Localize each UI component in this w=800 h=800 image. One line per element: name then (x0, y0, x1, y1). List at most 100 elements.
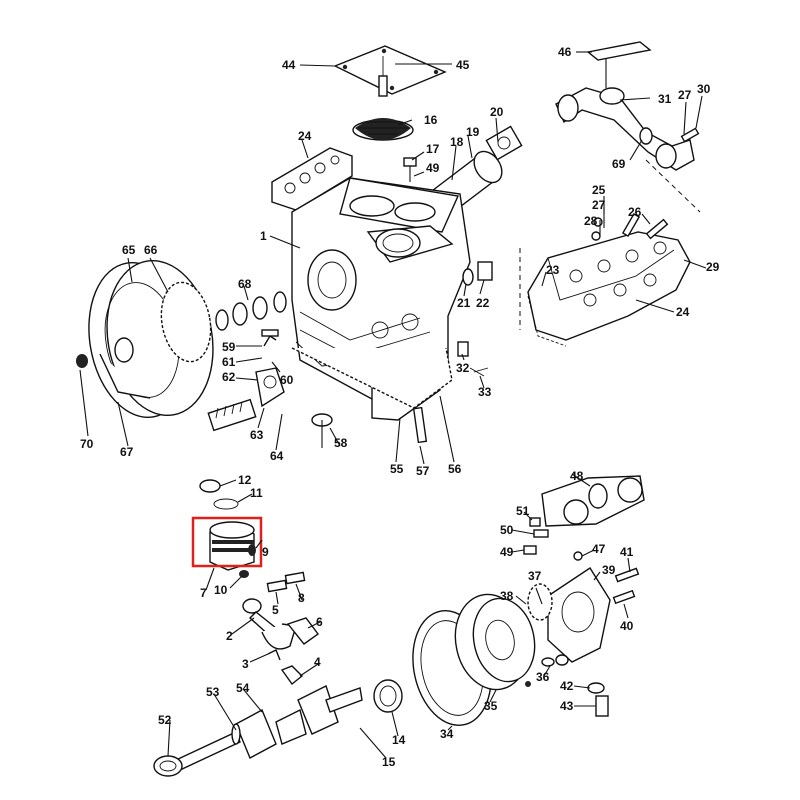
callout-43: 43 (560, 699, 574, 713)
callout-10: 10 (214, 583, 228, 597)
callout-63: 63 (250, 428, 264, 442)
callout-47: 47 (592, 542, 606, 556)
callout-40: 40 (620, 619, 634, 633)
gear-cover (541, 475, 645, 527)
breather-plug (403, 157, 417, 182)
connecting-rod (242, 598, 319, 686)
wrist-pins (266, 571, 306, 593)
flywheel-gasket (160, 281, 212, 363)
callout-2: 2 (226, 629, 233, 643)
callout-48: 48 (570, 469, 584, 483)
callout-25: 25 (592, 183, 606, 197)
callout-11: 11 (250, 486, 263, 500)
callout-39: 39 (602, 563, 616, 577)
callout-9: 9 (262, 545, 269, 559)
callout-18: 18 (450, 135, 464, 149)
callout-49b: 49 (500, 545, 514, 559)
callout-3: 3 (242, 657, 249, 671)
callout-37: 37 (528, 569, 542, 583)
callout-19: 19 (466, 125, 480, 139)
callout-4: 4 (314, 655, 321, 669)
fittings-49-51 (523, 517, 549, 555)
bolt-59 (261, 329, 279, 337)
callout-38: 38 (500, 589, 514, 603)
callout-28: 28 (584, 214, 598, 228)
fitting-21-22 (462, 261, 493, 286)
callout-8: 8 (298, 591, 305, 605)
oil-pump-cover (527, 551, 640, 666)
callout-labels: 44 45 16 24 17 49 18 19 20 46 31 27 30 6… (80, 45, 720, 769)
callout-51: 51 (516, 504, 530, 518)
bearing-housing (454, 593, 536, 691)
callout-6: 6 (316, 615, 323, 629)
piston (209, 521, 256, 578)
head-cover-left (271, 147, 353, 211)
callout-12: 12 (238, 473, 252, 487)
callout-27: 27 (678, 88, 692, 102)
callout-49: 49 (426, 161, 440, 175)
valve-dome (352, 118, 414, 141)
piston-pin-plug (199, 479, 239, 510)
oil-pan (291, 347, 453, 448)
callout-58: 58 (334, 436, 348, 450)
callout-65: 65 (122, 243, 136, 257)
callout-68: 68 (238, 277, 252, 291)
callout-29: 29 (706, 260, 720, 274)
callout-61: 61 (222, 355, 236, 369)
callout-17: 17 (426, 142, 440, 156)
callout-41: 41 (620, 545, 634, 559)
callout-52: 52 (158, 713, 172, 727)
leader-lines (79, 51, 707, 759)
callout-15: 15 (382, 755, 396, 769)
callout-33: 33 (478, 385, 492, 399)
callout-24b: 24 (676, 305, 690, 319)
callout-16: 16 (424, 113, 438, 127)
callout-60: 60 (280, 373, 294, 387)
callout-55: 55 (390, 462, 404, 476)
callout-70: 70 (80, 437, 94, 451)
callout-45: 45 (456, 58, 470, 72)
callout-46: 46 (558, 45, 572, 59)
washer-36 (541, 657, 555, 667)
callout-56: 56 (448, 462, 462, 476)
crankshaft (175, 685, 363, 771)
callout-35: 35 (484, 699, 498, 713)
callout-30: 30 (697, 82, 711, 96)
callout-59: 59 (222, 340, 236, 354)
callout-50: 50 (500, 523, 514, 537)
callout-32: 32 (456, 361, 470, 375)
callout-20: 20 (490, 105, 504, 119)
callout-62: 62 (222, 370, 236, 384)
callout-64: 64 (270, 449, 284, 463)
main-bearing-14 (373, 679, 403, 713)
callout-7: 7 (200, 586, 207, 600)
callout-21: 21 (457, 296, 471, 310)
callout-24: 24 (298, 129, 312, 143)
cover-plate (333, 45, 447, 97)
shaft-seal-stack (215, 291, 287, 331)
main-bearing-52 (153, 755, 183, 777)
callout-27b: 27 (592, 198, 606, 212)
callout-36: 36 (536, 670, 550, 684)
callout-23: 23 (546, 263, 560, 277)
callout-5: 5 (272, 603, 279, 617)
callout-31: 31 (658, 92, 672, 106)
callout-53: 53 (206, 685, 220, 699)
callout-66: 66 (144, 243, 158, 257)
callout-54: 54 (236, 681, 250, 695)
callout-67: 67 (120, 445, 134, 459)
callout-14: 14 (392, 733, 406, 747)
intake-manifold (555, 41, 701, 213)
callout-69: 69 (612, 157, 626, 171)
fitting-42-43 (587, 682, 609, 717)
cylinder-head (519, 231, 691, 347)
seal-ring (76, 354, 88, 368)
callout-34: 34 (440, 727, 454, 741)
callout-42: 42 (560, 679, 574, 693)
callout-44: 44 (282, 58, 296, 72)
callout-26: 26 (628, 205, 642, 219)
callout-57: 57 (416, 464, 430, 478)
callout-22: 22 (476, 296, 490, 310)
